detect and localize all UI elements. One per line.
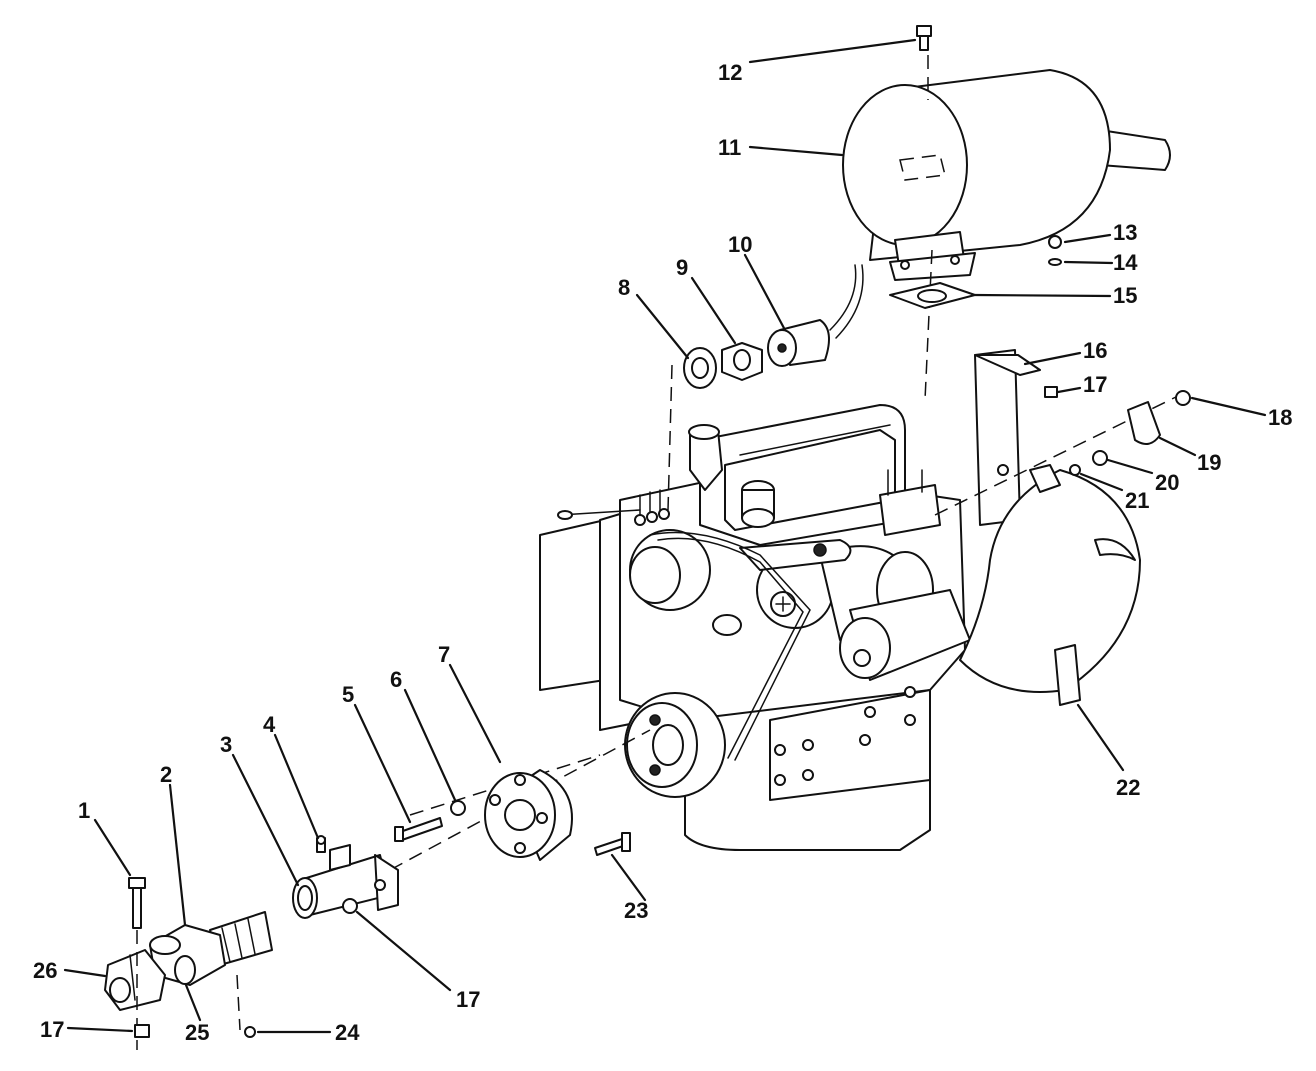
grease-fitting: [316, 835, 326, 853]
callout-14: 14: [1113, 250, 1138, 275]
muffler-lockwasher: [1048, 258, 1062, 266]
callout-15: 15: [1113, 283, 1137, 308]
callout-10: 10: [728, 232, 752, 257]
callout-5: 5: [342, 682, 354, 707]
sender-assembly: [667, 264, 864, 511]
muffler: [842, 69, 1171, 281]
engine-assembly: [539, 404, 971, 851]
setscrew: [236, 974, 256, 1038]
callout-20: 20: [1155, 470, 1179, 495]
callout-21: 21: [1125, 488, 1149, 513]
muffler-bolt: [916, 25, 932, 51]
callout-9: 9: [676, 255, 688, 280]
callout-17-hub: 17: [456, 987, 480, 1012]
callout-6: 6: [390, 667, 402, 692]
callout-19: 19: [1197, 450, 1221, 475]
clamp-bolt: [1175, 390, 1191, 406]
flywheel-shroud: [959, 469, 1141, 706]
coupler-bolt: [594, 832, 631, 856]
muffler-axis-line: [924, 55, 933, 401]
hub-washer: [450, 800, 466, 816]
clamp-yoke: [104, 949, 166, 1011]
callout-17-upper: 17: [1083, 372, 1107, 397]
muffler-nut: [1048, 235, 1062, 249]
shroud-tab: [1029, 464, 1061, 493]
bracket-washer: [1069, 464, 1081, 476]
yoke-nut: [134, 1024, 150, 1038]
callout-13: 13: [1113, 220, 1137, 245]
pipe-clamp: [1127, 401, 1161, 445]
callout-26: 26: [33, 958, 57, 983]
callout-leaders: [63, 38, 1267, 1034]
callout-11: 11: [718, 135, 741, 160]
callout-1: 1: [78, 798, 90, 823]
callout-3: 3: [220, 732, 232, 757]
bracket-screw: [1092, 450, 1108, 466]
callout-16: 16: [1083, 338, 1107, 363]
callout-2: 2: [160, 762, 172, 787]
coupler-disc: [484, 769, 573, 861]
callout-labels: 1 2 3 4 5 6 7 8 9 10 11 12 13 14 15 16 1…: [33, 60, 1292, 1045]
callout-23: 23: [624, 898, 648, 923]
callout-12: 12: [718, 60, 742, 85]
muffler-gasket: [889, 282, 976, 309]
drive-axis-line: [389, 729, 651, 871]
bracket-nut: [1044, 386, 1058, 398]
callout-18: 18: [1268, 405, 1292, 430]
callout-7: 7: [438, 642, 450, 667]
hub-bolt: [394, 817, 443, 842]
callout-4: 4: [263, 712, 276, 737]
callout-24: 24: [335, 1020, 360, 1045]
callout-17-lower: 17: [40, 1017, 64, 1042]
callout-25: 25: [185, 1020, 209, 1045]
hub-nut: [342, 898, 358, 914]
callout-22: 22: [1116, 775, 1140, 800]
callout-8: 8: [618, 275, 630, 300]
drive-hub: [292, 844, 399, 919]
